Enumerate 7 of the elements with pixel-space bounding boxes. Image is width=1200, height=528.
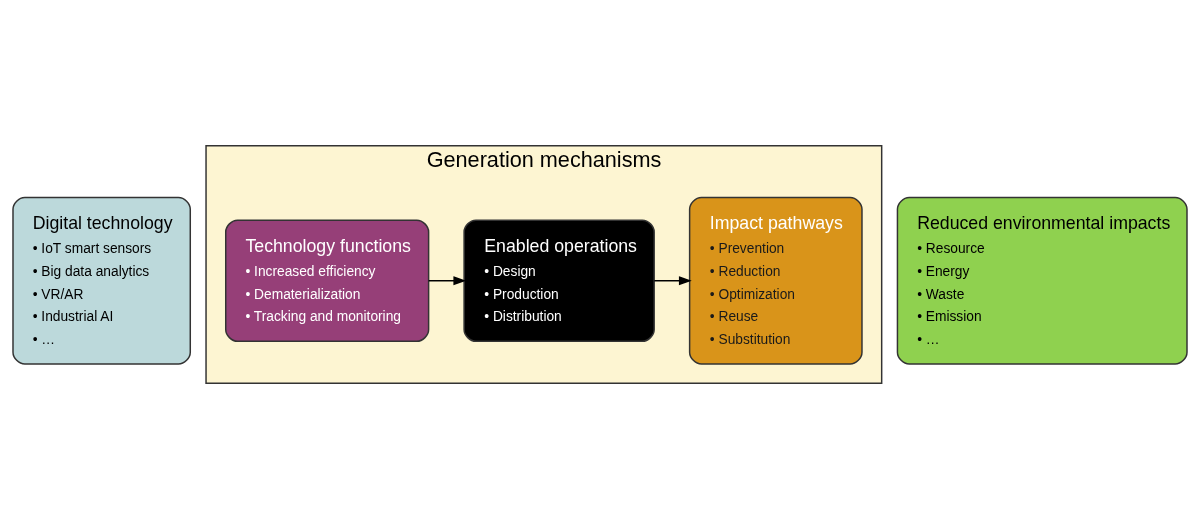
node-box: Impact pathways • Prevention • Reduction • Optimization • Reuse • Substitution	[688, 196, 863, 365]
node-box: Digital technology • IoT smart sensors • Big data analytics • VR/AR • Industrial AI • …	[12, 196, 191, 365]
node-box: Reduced environmental impacts • Resource • Energy • Waste • Emission • …	[896, 196, 1188, 365]
arrow	[653, 275, 692, 285]
node-box: Technology functions • Increased efficiency • Dematerialization • Tracking and monitoring	[225, 218, 430, 342]
arrow	[427, 275, 467, 285]
node-box: Enabled operations • Design • Production • Distribution	[463, 218, 655, 342]
